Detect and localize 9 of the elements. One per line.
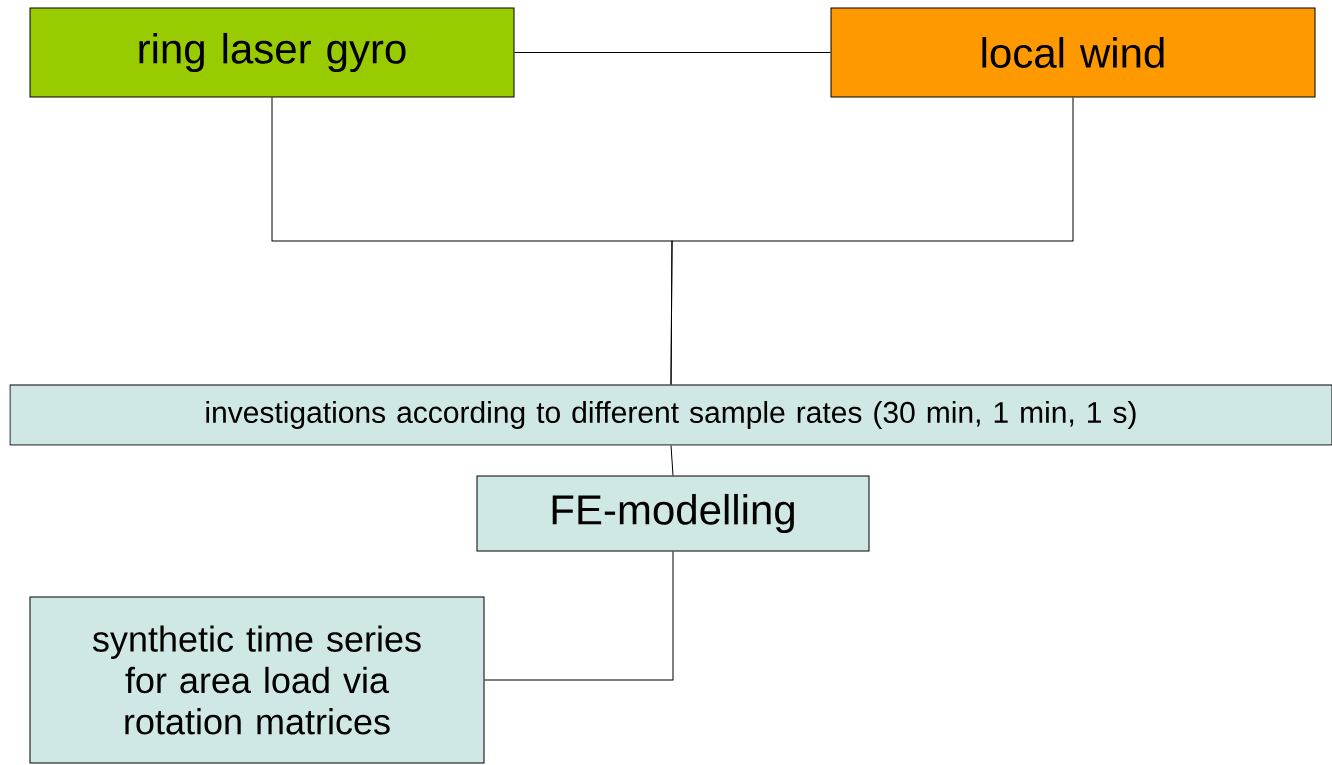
connector-line xyxy=(670,97,1074,385)
connector-line xyxy=(670,445,674,476)
process-box: ring laser gyro xyxy=(29,7,515,98)
connector-line xyxy=(484,551,674,681)
process-box: investigations according to different sample rates (30 min, 1 min, 1 s) xyxy=(9,384,1332,446)
process-box: local wind xyxy=(830,7,1316,98)
process-box: FE-modelling xyxy=(476,475,870,552)
process-box: synthetic time series for area load via rotation matrices xyxy=(29,596,485,764)
connector-line xyxy=(514,52,831,53)
